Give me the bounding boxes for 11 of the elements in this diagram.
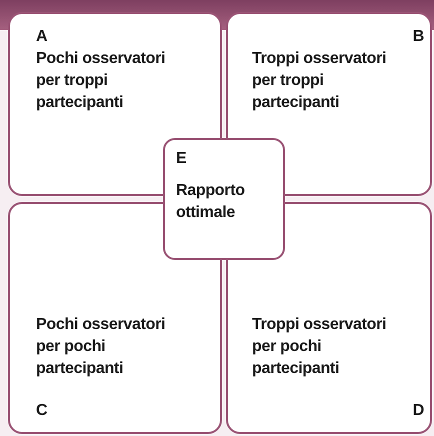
center-label: Rapporto ottimale [176, 181, 246, 223]
quadrant-label: Troppi osservatori per pochi partecipanti [252, 315, 388, 379]
quadrant-letter: A [36, 27, 48, 47]
center-letter: E [176, 149, 186, 169]
quadrant-letter: D [412, 401, 424, 421]
quadrant-letter: B [412, 27, 424, 47]
quadrant-label: Troppi osservatori per troppi partecipanti [252, 49, 388, 113]
quadrant-letter: C [36, 401, 48, 421]
quadrant-label: Pochi osservatori per pochi partecipanti [36, 315, 166, 379]
center-box [163, 138, 285, 260]
quadrant-label: Pochi osservatori per troppi partecipanti [36, 49, 166, 113]
